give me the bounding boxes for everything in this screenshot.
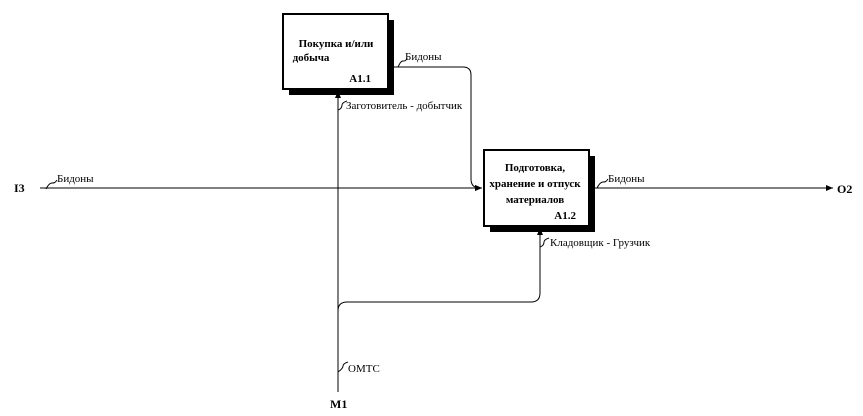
- arrow-input-i3[interactable]: Бидоны I3: [14, 173, 482, 195]
- arrow-label: Кладовщик - Грузчик: [550, 237, 651, 249]
- arrow-label: Бидоны: [608, 173, 645, 185]
- box-title-line: материалов: [506, 194, 564, 206]
- label-squiggle: [337, 100, 348, 111]
- box-title-line: Покупка и/или: [299, 38, 374, 50]
- box-title-line: Подготовка,: [505, 162, 565, 174]
- activity-box-a1-1[interactable]: Покупка и/или добыча A1.1: [282, 13, 394, 95]
- arrow-label: ОМТС: [348, 363, 380, 375]
- box-title-line: хранение и отпуск: [489, 178, 581, 190]
- label-squiggle: [596, 178, 609, 189]
- arrow-line: [337, 228, 543, 312]
- tunnel-label: M1: [330, 397, 347, 411]
- arrow-label: Заготовитель - добытчик: [346, 100, 463, 112]
- label-squiggle: [397, 57, 408, 68]
- label-squiggle: [45, 179, 58, 190]
- label-squiggle: [337, 361, 349, 373]
- arrow-mechanism-m1[interactable]: ОМТС M1: [330, 91, 380, 411]
- arrow-a11-to-a12[interactable]: Бидоны: [388, 51, 482, 191]
- arrow-line: [388, 66, 482, 191]
- tunnel-label: O2: [837, 182, 852, 196]
- box-id: A1.2: [554, 210, 576, 222]
- arrow-mechanism-a12[interactable]: Кладовщик - Грузчик: [337, 228, 651, 312]
- label-squiggle: [539, 237, 550, 248]
- arrow-mechanism-a11[interactable]: Заготовитель - добытчик: [337, 100, 463, 112]
- box-frame: [282, 13, 389, 90]
- box-id: A1.1: [349, 73, 371, 85]
- tunnel-label: I3: [14, 181, 25, 195]
- arrow-label: Бидоны: [57, 173, 94, 185]
- arrow-output-o2[interactable]: Бидоны O2: [589, 173, 852, 196]
- box-title-line: добыча: [293, 52, 330, 64]
- activity-box-a1-2[interactable]: Подготовка, хранение и отпуск материалов…: [483, 149, 595, 232]
- arrow-label: Бидоны: [405, 51, 442, 63]
